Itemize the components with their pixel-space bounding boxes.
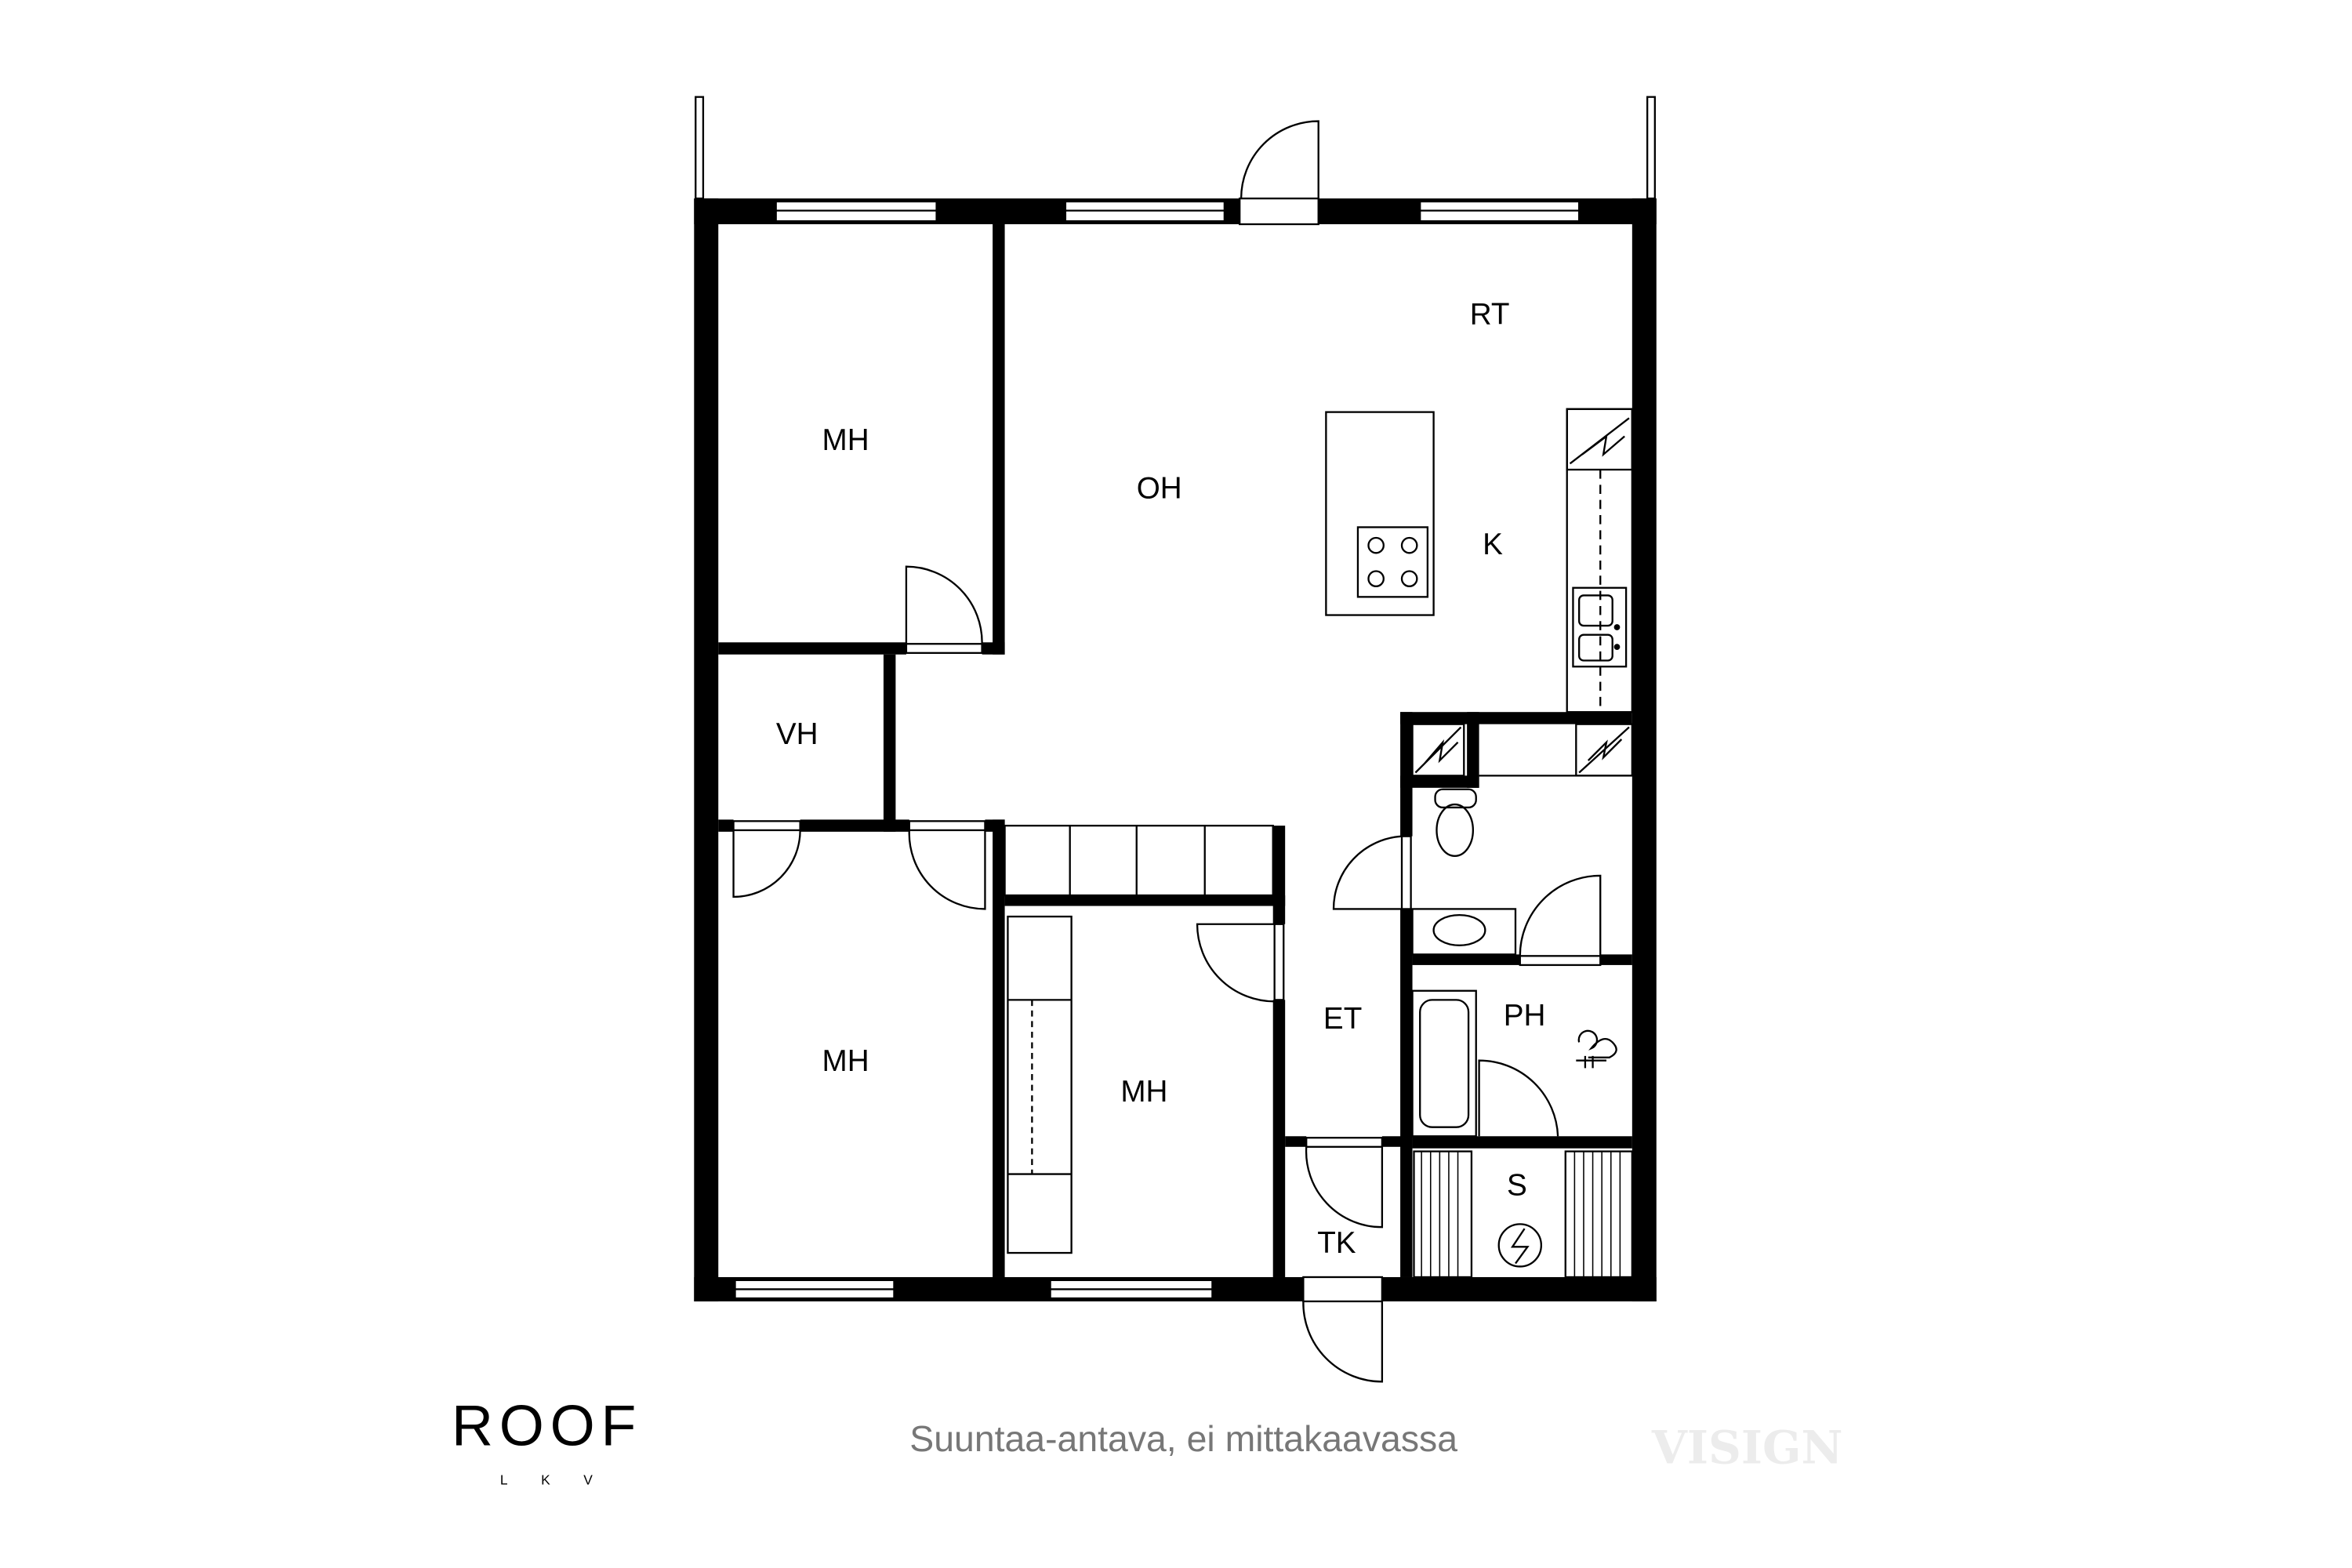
room-label-ph: PH bbox=[1504, 999, 1546, 1033]
wardrobes bbox=[1004, 824, 1274, 1254]
balcony-posts bbox=[695, 96, 1656, 200]
room-label-k: K bbox=[1483, 528, 1503, 561]
wet-room-fixtures bbox=[1411, 723, 1633, 1279]
exterior-doors bbox=[1239, 120, 1384, 1383]
room-label-et: ET bbox=[1323, 1002, 1362, 1036]
sauna-stove-icon bbox=[1497, 1223, 1543, 1268]
watermark: VISIGN bbox=[1651, 1421, 1843, 1475]
sink-icon bbox=[1572, 586, 1628, 668]
room-label-tk: TK bbox=[1317, 1226, 1356, 1260]
room-labels: MH OH RT K VH MH MH ET PH TK S bbox=[776, 298, 1546, 1261]
toilet-icon bbox=[1434, 788, 1477, 857]
interior-walls bbox=[718, 223, 1632, 1277]
room-label-s: S bbox=[1507, 1169, 1527, 1203]
room-label-mh: MH bbox=[822, 423, 869, 457]
stove-icon bbox=[1356, 526, 1429, 598]
bathtub-icon bbox=[1419, 999, 1470, 1128]
washbasin-icon bbox=[1432, 913, 1486, 946]
windows bbox=[734, 200, 1581, 1300]
logo: ROOF bbox=[452, 1393, 642, 1457]
room-label-vh: VH bbox=[776, 717, 818, 751]
sauna-bench-left bbox=[1413, 1150, 1473, 1279]
room-label-mh: MH bbox=[1120, 1075, 1167, 1109]
sauna-bench-right bbox=[1564, 1150, 1633, 1279]
shower-icon bbox=[1576, 1029, 1617, 1069]
logo-subtitle: LKV bbox=[500, 1472, 626, 1488]
caption: Suuntaa-antava, ei mittakaavassa bbox=[909, 1418, 1457, 1459]
room-label-oh: OH bbox=[1137, 472, 1182, 506]
room-label-mh: MH bbox=[822, 1044, 869, 1078]
exterior-walls bbox=[694, 198, 1657, 1301]
room-label-rt: RT bbox=[1470, 298, 1510, 332]
interior-doors bbox=[732, 565, 1602, 1229]
kitchen-fixtures bbox=[1325, 408, 1633, 713]
